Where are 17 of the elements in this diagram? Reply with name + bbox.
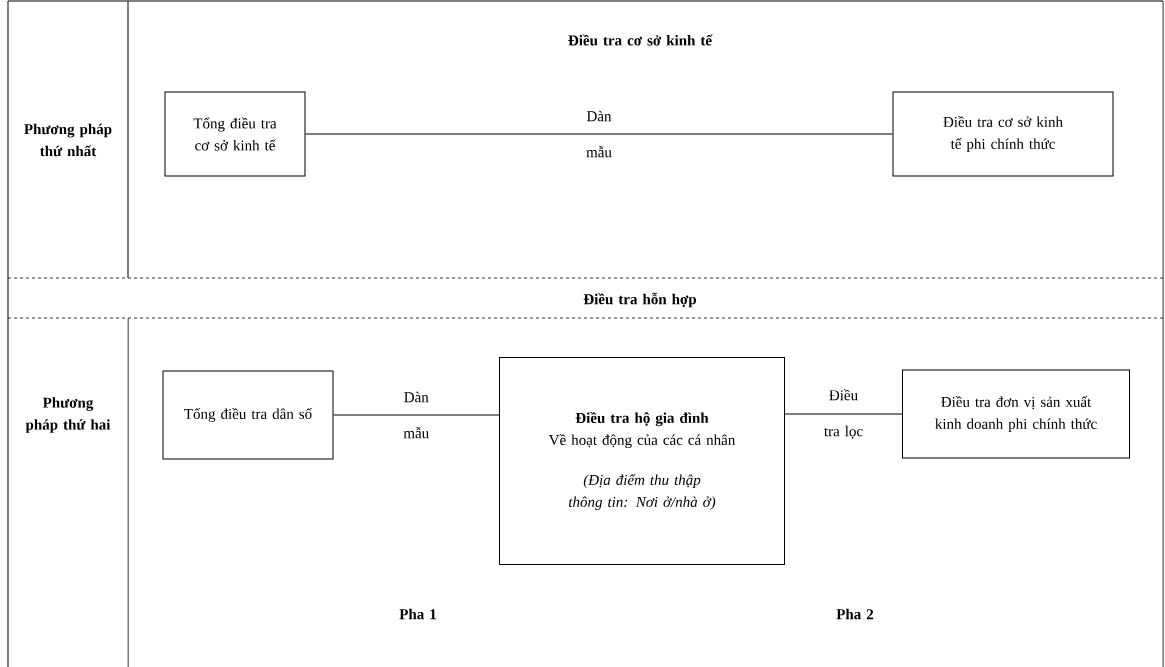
connector-line: [305, 133, 893, 135]
heading-text: Phương pháp thứ nhất: [24, 123, 112, 157]
process-box: Điều tra cơ sở kinh tế phi chính thức: [892, 91, 1114, 177]
process-box: Điều tra đơn vị sản xuất kinh doanh phi chính thức: [902, 369, 1130, 459]
heading-text: Điều tra cơ sở kinh tế: [568, 34, 713, 46]
process-box: Tổng điều tra cơ sở kinh tế: [164, 91, 306, 177]
heading-text: Điều tra hỗn hợp: [583, 292, 697, 308]
heading-text: Pha 2: [836, 608, 874, 620]
heading-text: Phương pháp thứ hai: [25, 397, 111, 433]
edge-label: Dàn mẫu: [403, 391, 429, 439]
heading-text: Pha 1: [399, 608, 436, 620]
edge-label: Dàn mẫu: [586, 110, 612, 158]
process-box: Tổng điều tra dân số: [162, 370, 334, 460]
edge-label: Điều tra lọc: [824, 389, 863, 439]
process-box: Điều tra hộ gia đình Về hoạt động của các cá nhân (Địa điểm thu thập thông tin: Nơi ở/nhà ở): [499, 357, 785, 565]
connector-line: [784, 413, 903, 415]
connector-line: [333, 414, 500, 416]
